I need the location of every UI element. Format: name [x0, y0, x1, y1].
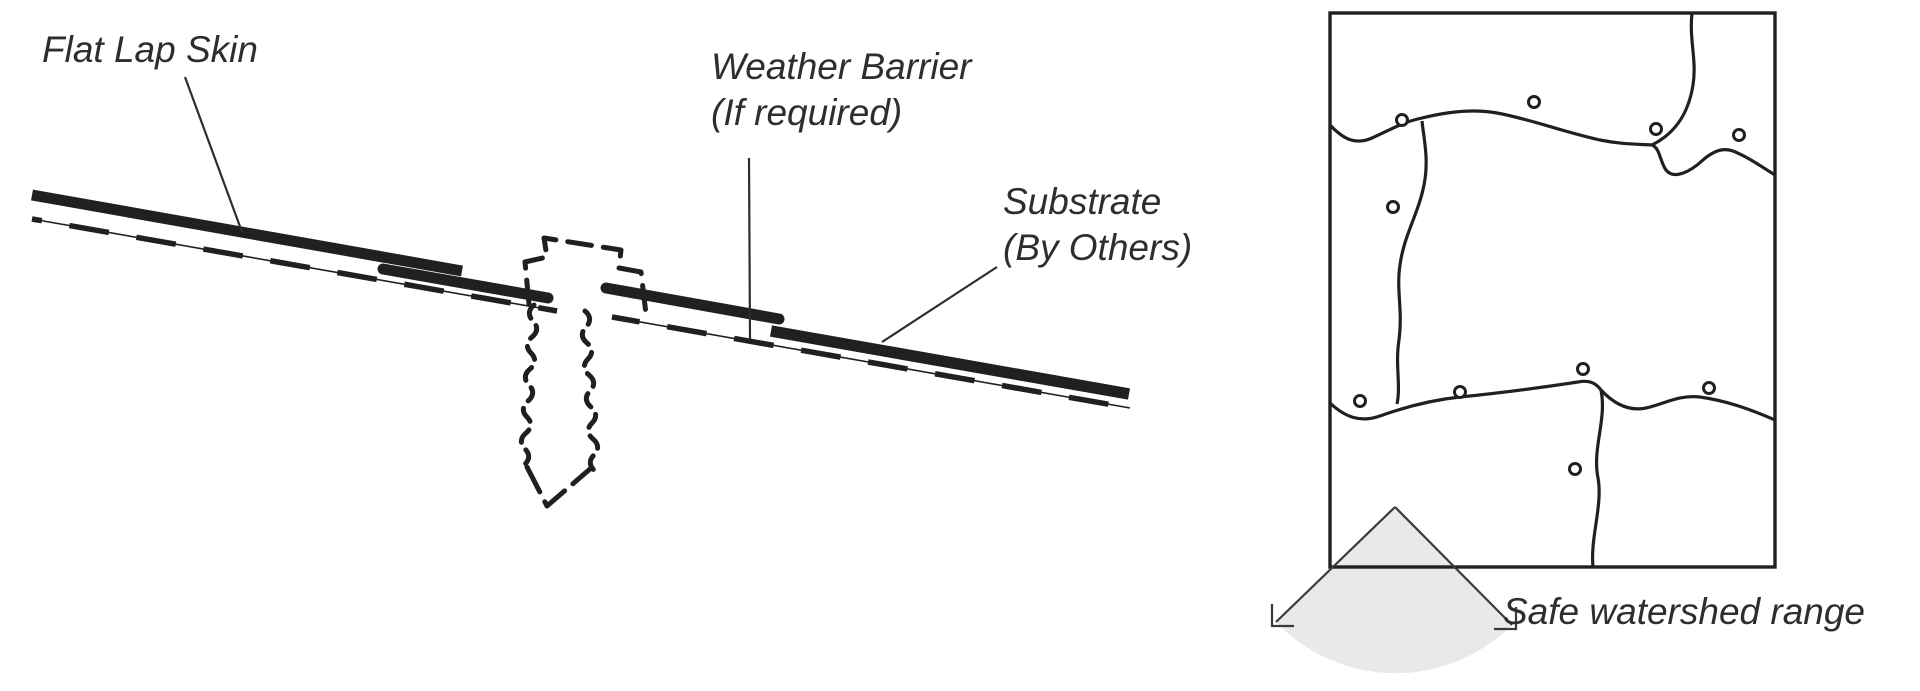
- safe-watershed-range-label: Safe watershed range: [1503, 589, 1865, 635]
- fastener-dot-8: [1576, 362, 1590, 376]
- weather-barrier-label-line1: Weather Barrier: [711, 46, 972, 87]
- fastener-dots: [1353, 95, 1746, 476]
- seam-line-mid-horizontal: [1328, 379, 1776, 422]
- fastener-dot-3: [1649, 122, 1663, 136]
- fastener-dot-4: [1732, 128, 1746, 142]
- fastener-tip: [524, 464, 593, 509]
- seam-line-left-vertical: [1395, 120, 1428, 405]
- watershed-corner-arrow-left: [1270, 604, 1294, 628]
- seam-line-lower-vertical: [1590, 389, 1605, 568]
- weather-barrier-dashed-line-left: [31, 216, 558, 314]
- weather-barrier-leader-line: [747, 157, 752, 340]
- fastener-dot-10: [1568, 462, 1582, 476]
- watershed-edge-right: [1394, 506, 1513, 626]
- weather-barrier-label-line2: (If required): [711, 91, 903, 133]
- fastener-dot-9: [1702, 381, 1716, 395]
- weather-barrier-dashed-line-right: [611, 314, 1131, 411]
- fastener-dot-2: [1527, 95, 1541, 109]
- seam-line-upper-right: [1651, 143, 1776, 177]
- flat-lap-skin-leader-line: [183, 76, 244, 233]
- watershed-edge-left: [1275, 506, 1396, 623]
- flat-lap-skin-label-text: Flat Lap Skin: [42, 29, 258, 70]
- flat-lap-skin-label: Flat Lap Skin: [42, 27, 258, 73]
- fastener-dot-6: [1353, 394, 1367, 408]
- watershed-fan-fill: [1276, 507, 1512, 674]
- fastener-dot-5: [1386, 200, 1400, 214]
- fastener-thread-right: [579, 308, 601, 474]
- seam-line-upper-horizontal: [1328, 109, 1653, 147]
- lower-skin-strip: [600, 282, 785, 325]
- substrate-label: Substrate (By Others): [1003, 179, 1192, 271]
- panel-border: [1328, 11, 1777, 569]
- lap-strip-panel: [377, 263, 554, 304]
- substrate-leader-line: [881, 266, 998, 343]
- fastener-thread-left: [518, 302, 540, 468]
- safe-watershed-range-label-text: Safe watershed range: [1503, 591, 1866, 632]
- fastener-dot-7: [1453, 385, 1467, 399]
- fastener-dot-1: [1395, 113, 1409, 127]
- weather-barrier-label: Weather Barrier (If required): [711, 44, 971, 136]
- fastener-head-outline: [522, 235, 649, 317]
- panel-plan-view: [1270, 11, 1777, 674]
- substrate-label-line2: (By Others): [1003, 226, 1193, 268]
- seam-line-top-vertical: [1651, 12, 1696, 147]
- cross-section-detail: [31, 76, 1131, 509]
- substrate-label-line1: Substrate: [1003, 181, 1162, 222]
- lower-skin-panel: [770, 325, 1130, 400]
- watershed-corner-arrow-right: [1494, 607, 1518, 631]
- upper-skin-panel: [31, 189, 463, 277]
